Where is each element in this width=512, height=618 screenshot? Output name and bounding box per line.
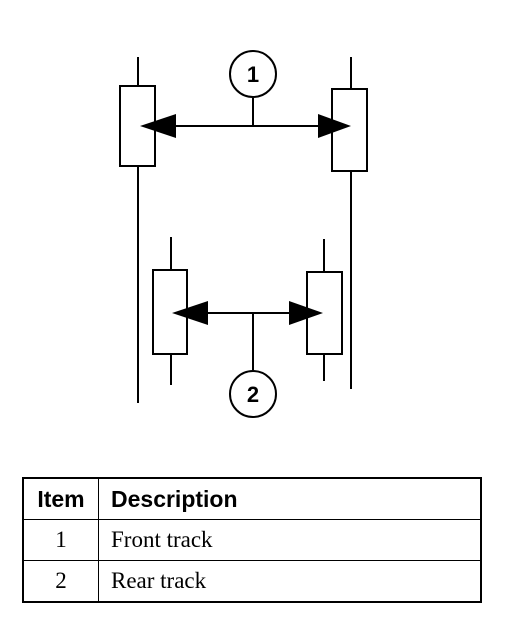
description-column-header: Description xyxy=(98,477,482,520)
callout-1-label: 1 xyxy=(247,62,259,87)
callout-2-label: 2 xyxy=(247,382,259,407)
table-row: 2 Rear track xyxy=(22,560,482,603)
table-row: 1 Front track xyxy=(22,519,482,561)
legend-header-row: Item Description xyxy=(22,477,482,520)
item-cell: 2 xyxy=(22,560,99,603)
rear-left-arrowhead xyxy=(172,301,208,325)
item-cell: 1 xyxy=(22,519,99,561)
callout-2-circle xyxy=(229,370,277,418)
legend-table: Item Description 1 Front track 2 Rear tr… xyxy=(22,477,482,603)
item-column-header: Item xyxy=(22,477,99,520)
track-width-diagram: 1 2 xyxy=(119,50,368,418)
description-cell: Rear track xyxy=(98,560,482,603)
front-left-arrowhead xyxy=(140,114,176,138)
callout-1-circle xyxy=(229,50,277,98)
rear-right-arrowhead xyxy=(289,301,323,325)
description-cell: Front track xyxy=(98,519,482,561)
front-right-arrowhead xyxy=(318,114,351,138)
